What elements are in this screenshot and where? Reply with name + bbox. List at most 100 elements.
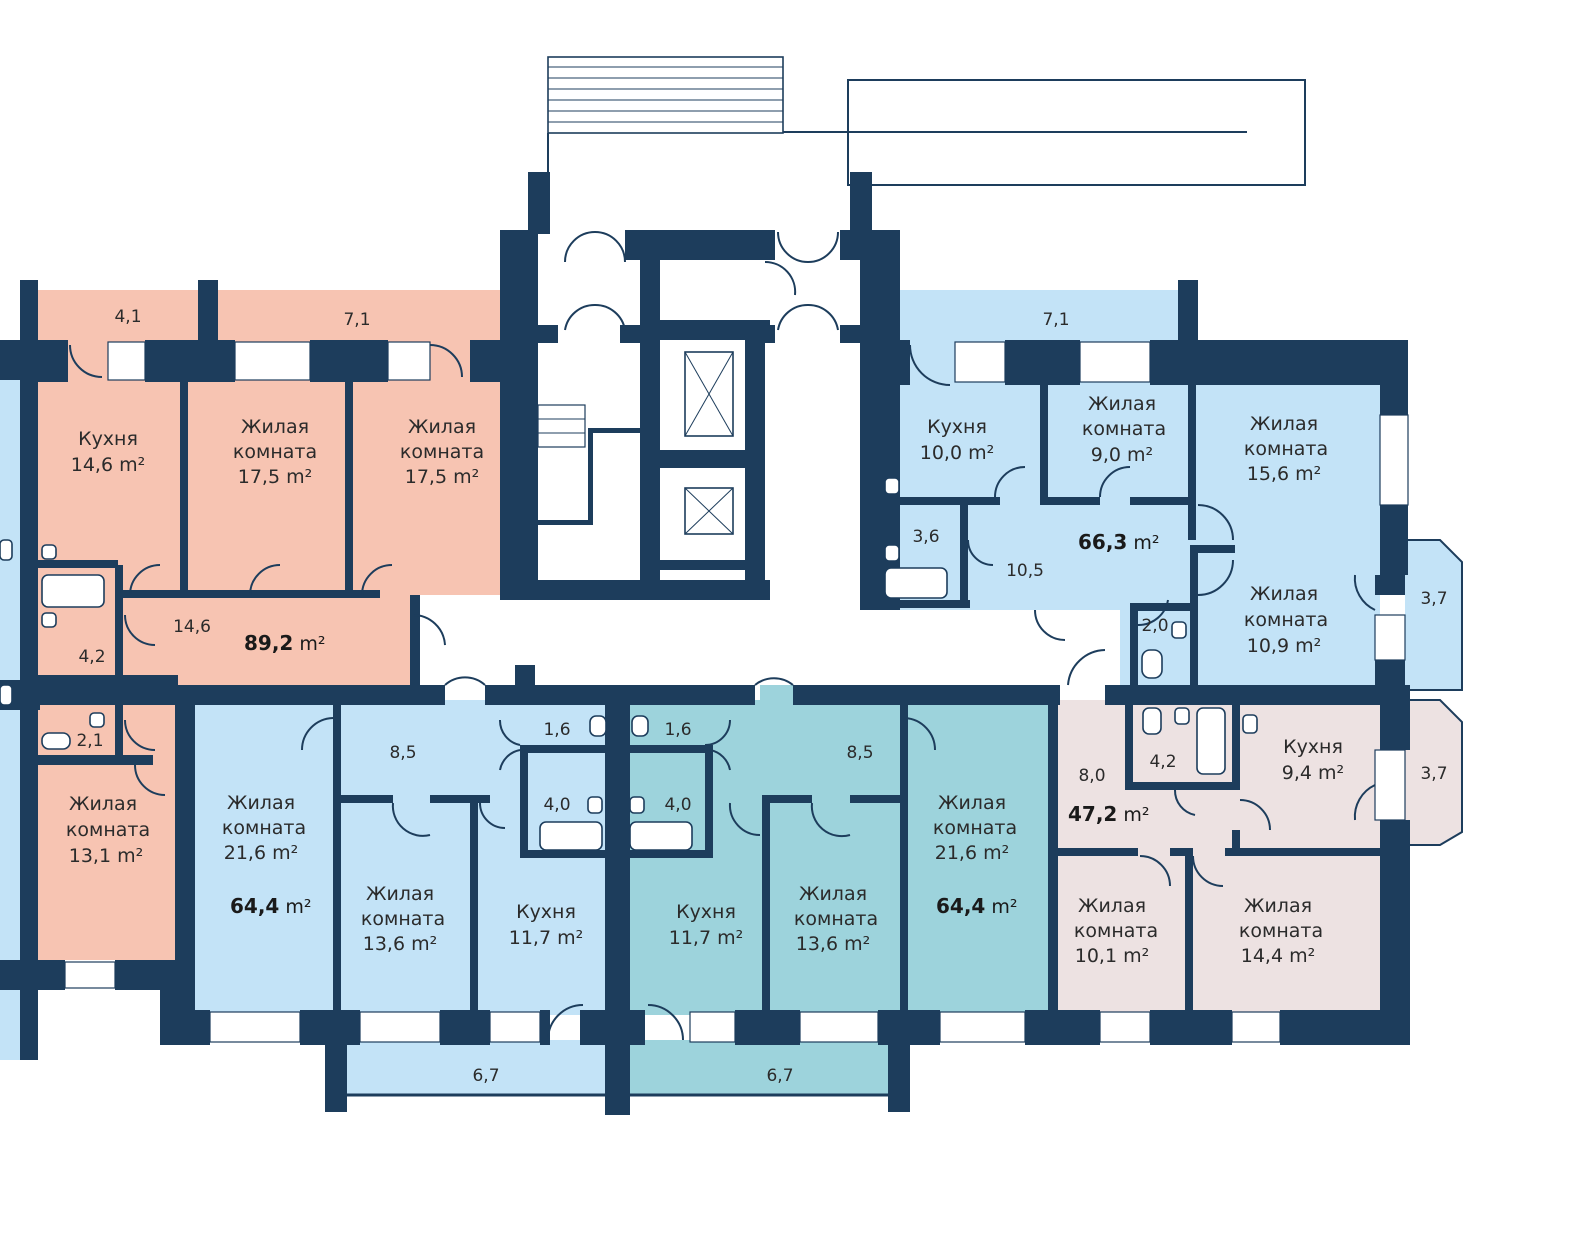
room-name: Жилая <box>241 416 309 438</box>
room-name: Жилая <box>1250 583 1318 605</box>
sink-icon <box>0 684 13 706</box>
room-area: 17,5 m² <box>405 466 479 488</box>
hall-area: 8,0 <box>1078 766 1105 786</box>
hall-area: 14,6 <box>173 617 211 637</box>
bathtub-icon <box>41 574 105 608</box>
apartment-89-labels: 4,1 7,1 Кухня 14,6 m² Жилая комната 17,5… <box>66 307 484 867</box>
bathtub-icon <box>1196 707 1226 775</box>
toilet-icon <box>1141 649 1163 679</box>
bathtub-icon <box>539 821 603 851</box>
doors <box>69 231 1376 1041</box>
hall-area: 10,5 <box>1006 561 1044 581</box>
room-name: комната <box>1239 920 1323 942</box>
sink-icon <box>1242 714 1258 734</box>
sink-icon <box>629 796 645 814</box>
room-area: 21,6 m² <box>224 842 298 864</box>
room-area: 10,9 m² <box>1247 635 1321 657</box>
sink-icon <box>1174 707 1190 725</box>
toilet-icon <box>631 715 649 737</box>
fixtures <box>0 477 1258 851</box>
room-area: 10,1 m² <box>1075 945 1149 967</box>
room-name: комната <box>1244 438 1328 460</box>
room-area: 10,0 m² <box>920 442 994 464</box>
room-area: 14,6 m² <box>71 454 145 476</box>
wc-area: 2,1 <box>76 731 103 751</box>
wc-area: 1,6 <box>543 720 570 740</box>
balcony-area: 7,1 <box>1042 310 1069 330</box>
toilet-icon <box>589 715 607 737</box>
apartment-64-right-labels: 1,6 4,0 8,5 Кухня 11,7 m² Жилая комната … <box>664 720 1017 1086</box>
room-name: Жилая <box>799 883 867 905</box>
sink-icon <box>884 477 900 495</box>
balcony-area: 3,7 <box>1420 589 1447 609</box>
hall-area: 8,5 <box>846 743 873 763</box>
entrance-ramp <box>783 79 1306 186</box>
bath-area: 4,2 <box>78 647 105 667</box>
toilet-icon <box>41 732 71 750</box>
sink-icon <box>587 796 603 814</box>
neighbor-apartment-edge <box>0 380 20 1060</box>
balcony-area: 7,1 <box>343 310 370 330</box>
room-name: Жилая <box>938 792 1006 814</box>
room-name: Жилая <box>1250 413 1318 435</box>
room-name: Кухня <box>1283 736 1343 758</box>
room-area: 13,1 m² <box>69 845 143 867</box>
sink-icon <box>41 544 57 560</box>
room-area: 11,7 m² <box>509 927 583 949</box>
room-name: Жилая <box>69 793 137 815</box>
walls <box>0 172 1463 1115</box>
sink-icon <box>41 612 57 628</box>
room-name: комната <box>933 817 1017 839</box>
balcony-area: 6,7 <box>472 1066 499 1086</box>
room-name: комната <box>361 908 445 930</box>
bathtub-icon <box>629 821 693 851</box>
windows <box>64 341 1409 1043</box>
room-name: Жилая <box>366 883 434 905</box>
room-area: 11,7 m² <box>669 927 743 949</box>
room-name: комната <box>1074 920 1158 942</box>
sink-icon <box>884 544 900 562</box>
sink-icon <box>1171 621 1187 639</box>
bath-area: 4,0 <box>664 795 691 815</box>
balcony-area: 4,1 <box>114 307 141 327</box>
room-area: 9,4 m² <box>1282 762 1344 784</box>
entrance-steps <box>547 56 784 180</box>
room-area: 21,6 m² <box>935 842 1009 864</box>
room-name: Кухня <box>78 428 138 450</box>
room-name: комната <box>1082 418 1166 440</box>
balcony-area: 6,7 <box>766 1066 793 1086</box>
room-name: Жилая <box>1244 895 1312 917</box>
room-name: Кухня <box>676 901 736 923</box>
bathtub-icon <box>884 567 948 599</box>
sink-icon <box>0 539 13 561</box>
apartment-64-left-labels: Жилая комната 21,6 m² 8,5 1,6 4,0 Жилая … <box>222 720 583 1086</box>
room-area: 13,6 m² <box>363 933 437 955</box>
room-name: комната <box>66 819 150 841</box>
apartment-89[interactable] <box>38 290 518 960</box>
room-name: Жилая <box>1088 393 1156 415</box>
apartment-47-labels: 8,0 4,2 Кухня 9,4 m² 3,7 Жилая комната 1… <box>1068 736 1448 967</box>
room-area: 9,0 m² <box>1091 444 1153 466</box>
wc-area: 2,0 <box>1141 616 1168 636</box>
room-name: Кухня <box>927 416 987 438</box>
room-area: 14,4 m² <box>1241 945 1315 967</box>
apartment-66-labels: 7,1 Кухня 10,0 m² Жилая комната 9,0 m² Ж… <box>912 310 1447 657</box>
hall-area: 8,5 <box>389 743 416 763</box>
room-name: комната <box>400 441 484 463</box>
room-name: комната <box>794 908 878 930</box>
balcony-area: 3,7 <box>1420 764 1447 784</box>
room-name: комната <box>1244 609 1328 631</box>
room-name: комната <box>222 817 306 839</box>
room-name: Жилая <box>227 792 295 814</box>
room-name: Жилая <box>408 416 476 438</box>
room-area: 17,5 m² <box>238 466 312 488</box>
bath-area: 3,6 <box>912 527 939 547</box>
wc-area: 1,6 <box>664 720 691 740</box>
room-name: Жилая <box>1078 895 1146 917</box>
room-name: комната <box>233 441 317 463</box>
